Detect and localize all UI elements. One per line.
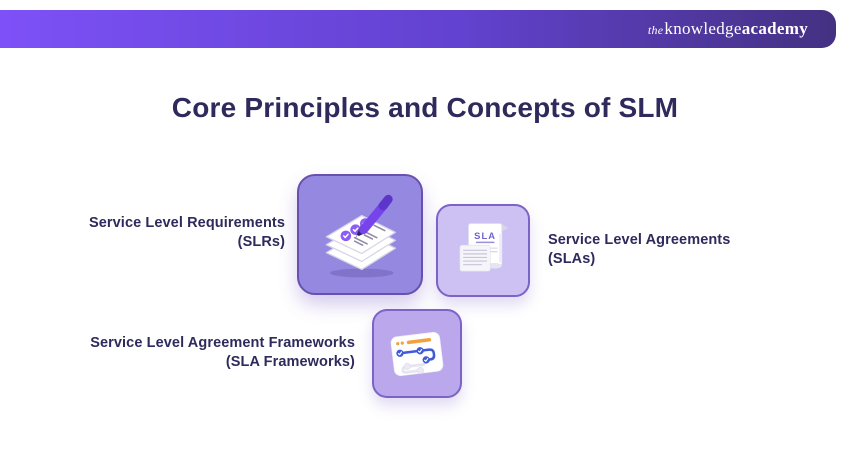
label-sla-line2: (SLAs)	[548, 251, 596, 267]
label-sla: Service Level Agreements (SLAs)	[548, 231, 730, 269]
label-sla-frameworks-line1: Service Level Agreement Frameworks	[90, 335, 355, 351]
logo-word-academy: academy	[741, 19, 808, 38]
checklist-stack-pen-icon	[325, 194, 396, 277]
sla-scroll-icon: SLA	[459, 222, 509, 272]
sla-icon-text: SLA	[474, 230, 496, 240]
label-sla-frameworks: Service Level Agreement Frameworks (SLA …	[90, 334, 355, 372]
label-slr-line2: (SLRs)	[237, 234, 285, 250]
label-slr: Service Level Requirements (SLRs)	[89, 214, 285, 252]
card-sla: SLA	[436, 204, 530, 297]
label-sla-frameworks-line2: (SLA Frameworks)	[225, 354, 355, 370]
roadmap-icon	[390, 331, 444, 376]
logo-word-knowledge: knowledge	[664, 19, 742, 38]
page-title: Core Principles and Concepts of SLM	[171, 92, 679, 123]
logo-word-the: the	[647, 23, 664, 37]
label-sla-line1: Service Level Agreements	[548, 232, 731, 248]
label-slr-line1: Service Level Requirements	[88, 215, 285, 231]
card-sla-frameworks	[372, 309, 462, 398]
card-slr	[297, 174, 423, 295]
